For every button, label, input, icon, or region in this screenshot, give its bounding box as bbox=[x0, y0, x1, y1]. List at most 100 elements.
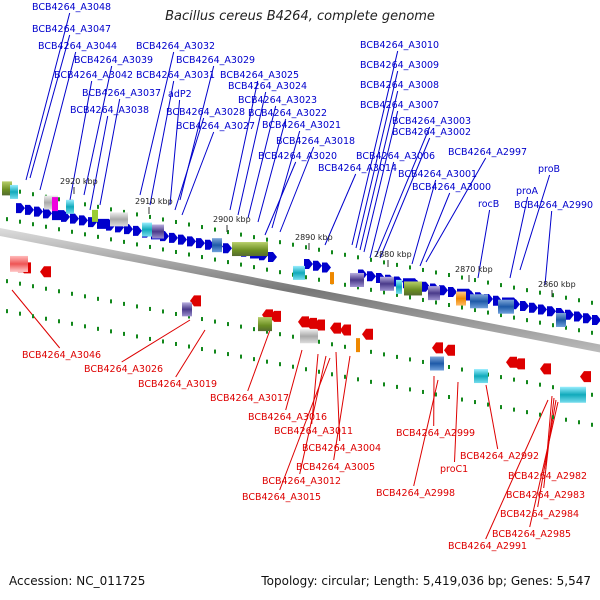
tick-dot bbox=[526, 410, 528, 415]
tick-dot bbox=[539, 382, 541, 387]
gene-box bbox=[428, 286, 440, 301]
forward-gene-arrow bbox=[529, 302, 538, 313]
reverse-gene-arrow bbox=[506, 356, 517, 368]
forward-label-connector bbox=[39, 51, 77, 191]
reverse-gene-arrow bbox=[432, 342, 443, 354]
reverse-label-connector bbox=[454, 381, 459, 463]
forward-gene-arrow bbox=[133, 225, 142, 236]
tick-dot bbox=[175, 249, 177, 254]
reverse-gene-label: BCB4264_A3011 bbox=[274, 426, 353, 437]
forward-gene-arrow bbox=[196, 238, 205, 249]
tick-dot bbox=[97, 296, 99, 301]
tick-dot bbox=[58, 319, 60, 324]
tick-dot bbox=[409, 357, 411, 362]
gene-box bbox=[232, 242, 268, 257]
tick-dot bbox=[136, 212, 138, 217]
gene-box bbox=[300, 329, 318, 344]
reverse-gene-label: BCB4264_A3019 bbox=[138, 379, 217, 390]
reverse-label-connector bbox=[485, 399, 549, 540]
tick-dot bbox=[448, 395, 450, 400]
forward-gene-arrow bbox=[61, 211, 70, 222]
reverse-label-connector bbox=[279, 357, 331, 491]
tick-dot bbox=[175, 341, 177, 346]
forward-gene-label: BCB4264_A3028 bbox=[166, 107, 245, 118]
tick-dot bbox=[149, 306, 151, 311]
tick-dot bbox=[188, 222, 190, 227]
tick-dot bbox=[461, 275, 463, 280]
tick-dot bbox=[500, 405, 502, 410]
tick-dot bbox=[461, 305, 463, 310]
tick-dot bbox=[591, 300, 593, 305]
forward-gene-label: BCB4264_A3024 bbox=[228, 81, 307, 92]
forward-label-connector bbox=[544, 210, 553, 286]
tick-dot bbox=[162, 309, 164, 314]
tick-dot bbox=[201, 317, 203, 322]
tick-dot bbox=[253, 265, 255, 270]
reverse-gene-arrow bbox=[190, 295, 201, 307]
tick-dot bbox=[383, 260, 385, 265]
forward-label-connector bbox=[247, 105, 277, 219]
tick-dot bbox=[253, 357, 255, 362]
tick-dot bbox=[162, 217, 164, 222]
tick-dot bbox=[71, 321, 73, 326]
tick-dot bbox=[84, 202, 86, 207]
forward-gene-label: BCB4264_A3032 bbox=[136, 41, 215, 52]
reverse-gene-arrow bbox=[298, 316, 309, 328]
reverse-label-connector bbox=[413, 379, 439, 487]
tick-dot bbox=[513, 315, 515, 320]
tick-dot bbox=[292, 334, 294, 339]
tick-dot bbox=[201, 225, 203, 230]
tick-label: 2880 kbp bbox=[374, 250, 412, 259]
gene-box bbox=[92, 209, 98, 222]
tick-dot bbox=[136, 334, 138, 339]
tick-dot bbox=[513, 407, 515, 412]
tick-dot bbox=[201, 347, 203, 352]
tick-dot bbox=[344, 344, 346, 349]
forward-label-connector bbox=[29, 34, 71, 179]
forward-gene-label: BCB4264_A3018 bbox=[276, 136, 355, 147]
forward-gene-label: BCB4264_A2990 bbox=[514, 200, 593, 211]
forward-label-connector bbox=[363, 110, 399, 253]
tick-dot bbox=[422, 267, 424, 272]
forward-label-connector bbox=[351, 50, 399, 246]
forward-label-connector bbox=[425, 157, 487, 263]
tick-dot bbox=[6, 279, 8, 284]
tick-dot bbox=[500, 283, 502, 288]
tick-dot bbox=[305, 367, 307, 372]
tick-label: 2890 kbp bbox=[295, 233, 333, 242]
tick-dot bbox=[357, 255, 359, 260]
gene-box bbox=[10, 255, 28, 272]
tick-dot bbox=[370, 379, 372, 384]
tick-dot bbox=[396, 262, 398, 267]
forward-gene-label: BCB4264_A3023 bbox=[238, 95, 317, 106]
reverse-gene-label: BCB4264_A2999 bbox=[396, 428, 475, 439]
tick-dot bbox=[97, 326, 99, 331]
tick-dot bbox=[591, 392, 593, 397]
reverse-gene-label: BCB4264_A2983 bbox=[506, 490, 585, 501]
tick-dot bbox=[448, 273, 450, 278]
tick-dot bbox=[422, 297, 424, 302]
genome-title: Bacillus cereus B4264, complete genome bbox=[165, 9, 435, 24]
gene-box bbox=[498, 299, 514, 314]
tick-dot bbox=[591, 330, 593, 335]
gene-box bbox=[258, 317, 272, 332]
forward-gene-label: BCB4264_A3021 bbox=[262, 120, 341, 131]
gene-box bbox=[142, 222, 152, 237]
forward-gene-label: BCB4264_A3020 bbox=[258, 151, 337, 162]
forward-gene-label: BCB4264_A3006 bbox=[356, 151, 435, 162]
reverse-gene-arrow bbox=[40, 266, 51, 278]
tick-dot bbox=[383, 352, 385, 357]
tick-dot bbox=[526, 380, 528, 385]
tick-dot bbox=[422, 389, 424, 394]
forward-gene-label: BCB4264_A3039 bbox=[74, 55, 153, 66]
forward-gene-label: BCB4264_A2997 bbox=[448, 147, 527, 158]
tick-dot bbox=[565, 417, 567, 422]
tick-dot bbox=[19, 189, 21, 194]
forward-gene-arrow bbox=[43, 208, 52, 219]
tick-dot bbox=[318, 247, 320, 252]
forward-gene-label: BCB4264_A3037 bbox=[82, 88, 161, 99]
forward-label-connector bbox=[419, 192, 451, 267]
tick-dot bbox=[552, 323, 554, 328]
forward-gene-label: BCB4264_A3010 bbox=[360, 40, 439, 51]
tick-dot bbox=[214, 257, 216, 262]
